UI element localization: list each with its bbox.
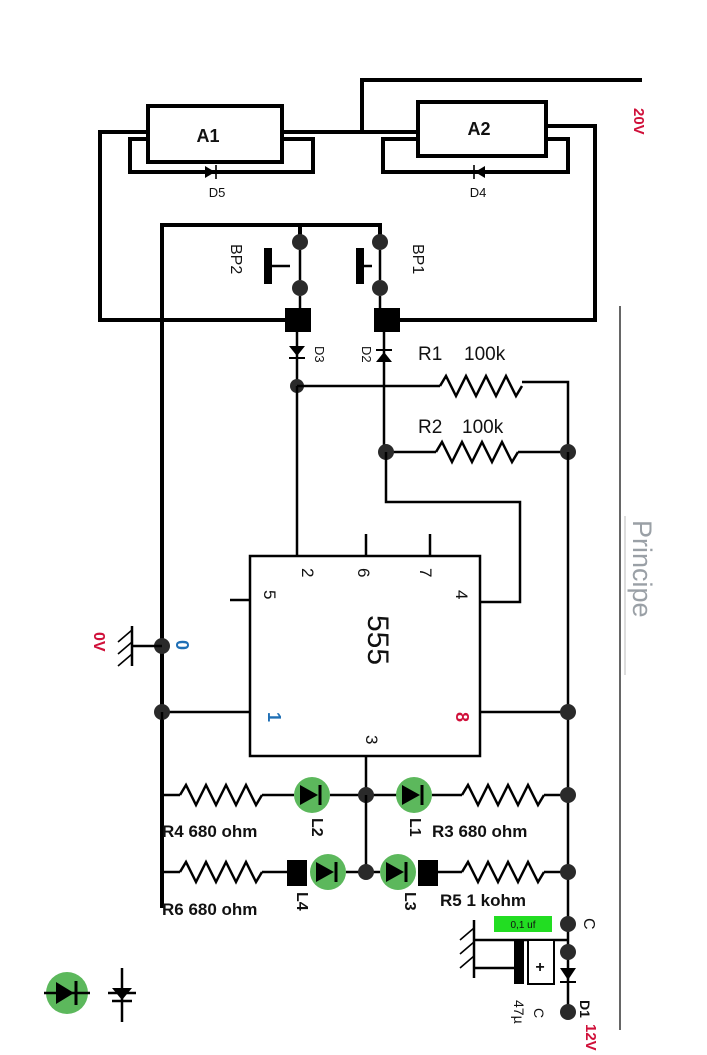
pin-7-label: 7: [416, 568, 435, 577]
pin-6-label: 6: [354, 568, 373, 577]
resistor-r2-name: R2: [418, 417, 442, 438]
led-l2-label: L2: [308, 818, 325, 837]
resistor-r3-label: R3 680 ohm: [432, 822, 527, 841]
diode-d4: D4: [470, 165, 487, 200]
pin-8-label: 8: [452, 712, 472, 722]
resistor-r1-value: 100k: [464, 344, 506, 365]
relay-a2-label: A2: [467, 119, 490, 139]
resistor-r6-label: R6 680 ohm: [162, 900, 257, 919]
led-row-1: R4 680 ohm L2 L1 R3 680 ohm: [162, 777, 576, 841]
top-wiring: [98, 78, 642, 908]
capacitor-47u: + C 47µ: [511, 939, 555, 1024]
supply-20v-label: 20V: [630, 108, 647, 135]
pin-1-label: 1: [264, 712, 284, 722]
led-icon: [44, 972, 90, 1014]
diode-d5-label: D5: [209, 185, 226, 200]
resistor-r1-name: R1: [418, 344, 442, 365]
diode-d3-label: D3: [312, 346, 327, 363]
led-l1-label: L1: [406, 818, 423, 837]
node-c-label: C: [580, 918, 597, 930]
led-l4-label: L4: [293, 892, 310, 911]
capacitor-c-value: 47µ: [511, 1000, 527, 1024]
relay-a2: A2: [416, 100, 548, 158]
diode-icon: [108, 968, 136, 1022]
ic-555-label: 555: [361, 615, 394, 665]
connector-bp2: [285, 308, 311, 332]
diode-d4-label: D4: [470, 185, 487, 200]
capacitor-c-name: C: [531, 1008, 547, 1018]
pushbutton-bp2-label: BP2: [227, 244, 244, 274]
resistor-r2: R2 100k: [378, 392, 576, 465]
relay-a1-label: A1: [196, 126, 219, 146]
resistor-r2-value: 100k: [462, 417, 504, 438]
supply-0v-marker: 0: [172, 640, 192, 650]
pin-4-label: 4: [452, 590, 471, 599]
diode-d1: D1 12V: [560, 968, 599, 1051]
diode-d1-label: D1: [577, 1000, 593, 1018]
ground-0v: 0V 0: [90, 626, 192, 667]
diode-d3: D3: [289, 332, 327, 393]
pushbutton-bp2: BP2: [227, 234, 308, 310]
led-l3-label: L3: [401, 892, 418, 911]
pushbutton-bp1: BP1: [356, 234, 426, 310]
pin-5-label: 5: [260, 590, 279, 599]
relay-a1: A1: [146, 104, 284, 164]
pin-2-label: 2: [298, 568, 317, 577]
side-label-principe: Principe: [627, 520, 657, 618]
diode-d5: D5: [205, 165, 225, 200]
supply-0v-label: 0V: [90, 632, 107, 652]
capacitor-small-label: 0,1 uf: [510, 920, 535, 931]
diode-d2: D2: [359, 332, 392, 392]
ic-555: 555 2 6 7 4 5 3 1 8: [162, 534, 568, 795]
diode-d2-label: D2: [359, 346, 374, 363]
pin-3-label: 3: [362, 735, 381, 744]
supply-12v-label: 12V: [582, 1024, 599, 1051]
capacitor-plus-sign: +: [535, 959, 544, 976]
wire-pin4: [384, 452, 522, 604]
resistor-r5-label: R5 1 kohm: [440, 891, 526, 910]
pushbutton-bp1-label: BP1: [409, 244, 426, 274]
resistor-r1: R1 100k: [297, 344, 570, 452]
resistor-r4-label: R4 680 ohm: [162, 822, 257, 841]
led-row-2: R6 680 ohm L4 L3 R5 1 kohm: [162, 854, 576, 919]
connector-bp1: [374, 308, 400, 332]
